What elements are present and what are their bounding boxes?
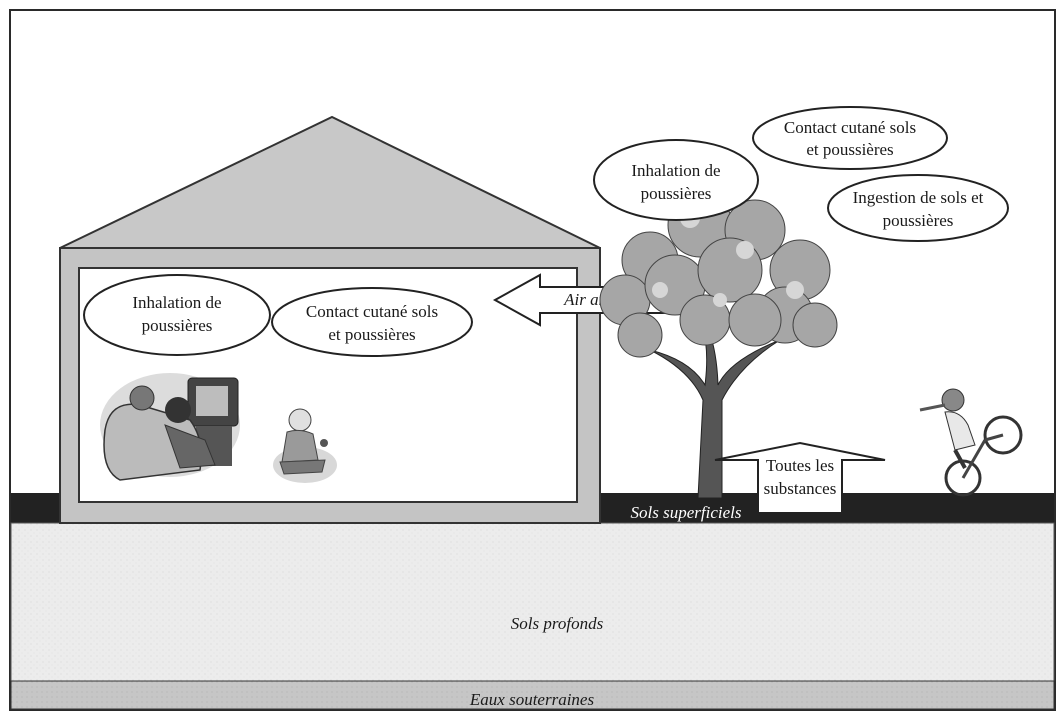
bubble-text-line: Contact cutané sols bbox=[784, 118, 916, 137]
groundwater-label: Eaux souterraines bbox=[469, 690, 595, 709]
bubble-text-line: Ingestion de sols et bbox=[853, 188, 984, 207]
substances-up-arrow: Toutes les substances bbox=[714, 441, 886, 514]
bubble-text-line: et poussières bbox=[806, 140, 893, 159]
groundwater-layer bbox=[10, 680, 1055, 710]
bubble-outdoor-contact: Contact cutané sols et poussières bbox=[752, 106, 948, 170]
cyclist-icon bbox=[919, 388, 1023, 497]
bubble-text-line: et poussières bbox=[328, 325, 415, 344]
bubble-outdoor-inhalation: Inhalation de poussières bbox=[593, 139, 759, 221]
deep-soil-layer bbox=[10, 522, 1055, 682]
bubble-text-line: poussières bbox=[883, 211, 954, 230]
substances-label-line: Toutes les bbox=[766, 456, 834, 475]
bubble-text-line: poussières bbox=[641, 184, 712, 203]
bubble-outdoor-ingestion: Ingestion de sols et poussières bbox=[827, 174, 1009, 242]
bubble-indoor-inhalation: Inhalation de poussières bbox=[83, 274, 271, 356]
bubble-text-line: poussières bbox=[142, 316, 213, 335]
bubble-text-line: Inhalation de bbox=[631, 161, 720, 180]
family-tv-icon bbox=[100, 373, 240, 481]
deep-soil-label: Sols profonds bbox=[511, 614, 604, 633]
child-playing-icon bbox=[273, 408, 337, 483]
surface-soil-label: Sols superficiels bbox=[631, 503, 742, 522]
substances-label-line: substances bbox=[764, 479, 837, 498]
bubble-text-line: Contact cutané sols bbox=[306, 302, 438, 321]
bubble-indoor-contact: Contact cutané sols et poussières bbox=[271, 287, 473, 357]
bubble-text-line: Inhalation de bbox=[132, 293, 221, 312]
